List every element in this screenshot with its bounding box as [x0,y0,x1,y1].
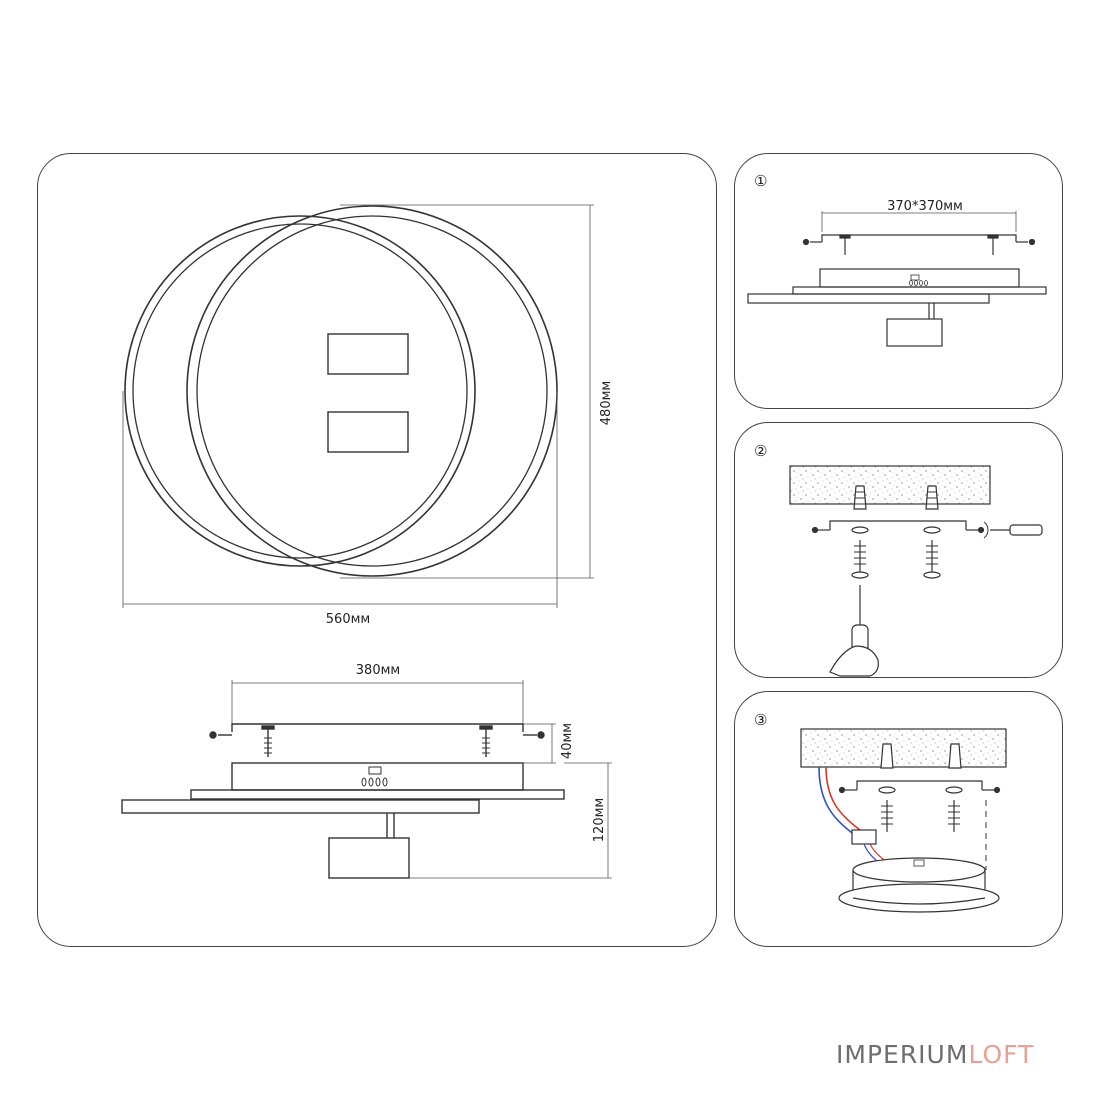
side-view-dimensions [409,723,612,879]
step-1-number: ① [754,172,767,190]
step-3-wire-blue [818,766,857,837]
step-3-ceiling-block [800,728,1007,768]
brand-logo: IMPERIUMLOFT [836,1040,1034,1069]
right-ring-outer [186,205,558,577]
left-ring-outer [124,215,476,567]
step-3-dowel-right [948,743,962,769]
mounting-plate [231,723,524,732]
top-view-dimensions [122,204,594,608]
terminal-block [361,766,388,787]
step-3-dowel-left [880,743,894,769]
led-driver-box-bottom [327,411,409,453]
step-2-panel [734,422,1063,678]
step-1-diagram [747,211,1047,347]
step-3-wire-red [825,766,861,831]
step-2-diagram [789,465,1043,677]
step-2-screw-left [851,540,869,579]
depth-label: 40мм [560,723,575,759]
step-3-diagram [800,728,1007,913]
left-ring-inner [132,223,468,559]
step-2-screwdriver-right [983,521,1043,539]
step-3-terminal-block [851,829,877,845]
base-disc [190,789,565,800]
step-2-dowel-right [925,485,939,510]
step-2-ceiling-block [789,465,991,505]
main-drawing-panel [37,153,717,947]
width-dimension-label: 560мм [326,612,370,627]
step-3-mounting-plate [856,780,983,790]
step-3-canopy-top [852,857,986,883]
step-2-dowel-left [853,485,867,510]
side-screw-right [479,725,493,757]
plate-width-label: 380мм [356,663,400,678]
ring-plate [121,799,480,814]
side-screw-left [261,725,275,757]
step-1-driver-box [886,318,943,347]
total-height-label: 120мм [592,798,607,842]
step-3-screw-right [948,800,960,832]
step-3-screw-left [881,800,893,832]
right-ring-inner [196,215,548,567]
step-1-mounting-plate [821,234,1017,242]
step-1-panel [734,153,1063,409]
led-driver-box-top [327,333,409,375]
step-1-ring-plate [747,293,990,304]
brand-logo-part2: LOFT [968,1040,1035,1069]
brand-logo-part1: IMPERIUM [836,1040,969,1069]
step-1-dimension-label: 370*370мм [887,199,963,214]
step-2-mounting-plate [829,520,967,530]
step-3-base-disc [838,883,1000,913]
lamp-side-view [121,680,565,879]
step-2-screwdriver-hand [829,585,879,677]
step-2-screw-right [923,540,941,579]
driver-box-side [328,837,410,879]
height-dimension-label: 480мм [599,381,614,425]
step-2-number: ② [754,442,767,460]
step-3-number: ③ [754,711,767,729]
lamp-top-view [124,205,558,577]
